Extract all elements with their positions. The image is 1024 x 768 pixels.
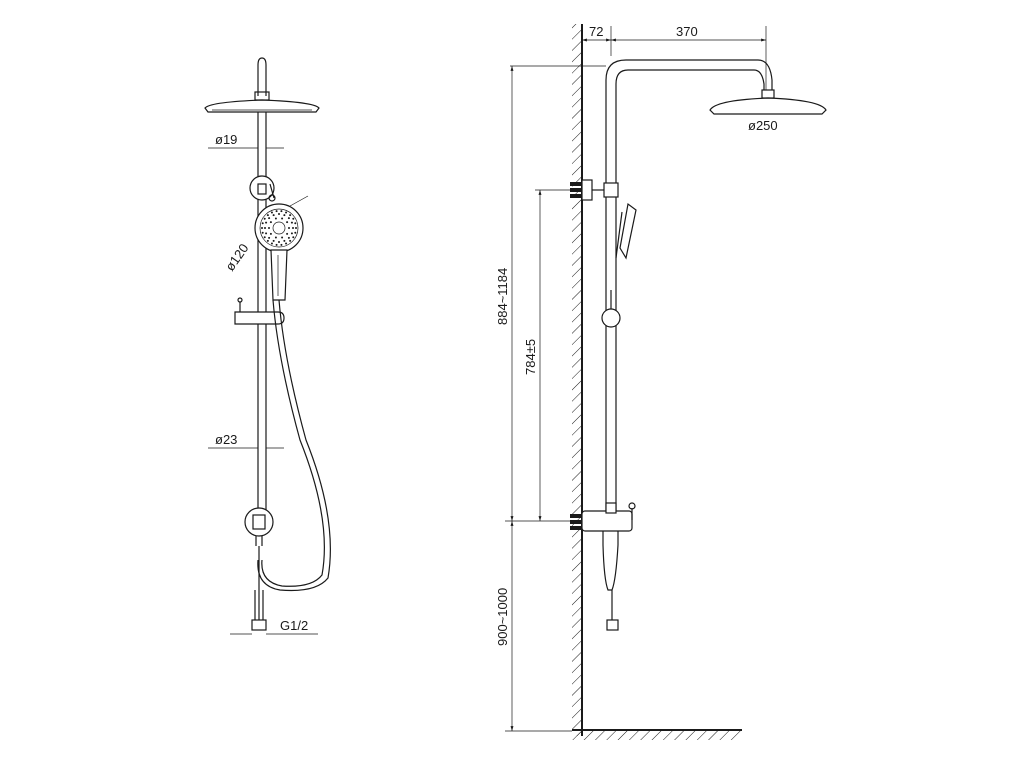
spray-nozzle xyxy=(275,210,278,213)
spray-nozzle xyxy=(285,242,288,245)
spray-nozzle xyxy=(265,221,268,224)
spray-nozzle xyxy=(294,222,297,225)
dim-label-arm-length: 370 xyxy=(676,24,698,39)
spray-nozzle xyxy=(261,231,264,234)
side-hand-shower xyxy=(601,202,637,328)
spray-nozzle xyxy=(264,227,266,229)
spray-nozzle xyxy=(268,227,270,229)
front-view: ø19 ø120 ø23 xyxy=(204,57,331,635)
spray-nozzle xyxy=(288,227,290,229)
spray-nozzle xyxy=(281,217,284,220)
spray-nozzle xyxy=(295,227,297,229)
spray-nozzle xyxy=(290,221,293,224)
spray-nozzle xyxy=(290,232,293,235)
side-upper-bracket xyxy=(570,179,619,201)
spray-nozzle xyxy=(274,236,277,239)
spray-nozzle xyxy=(292,236,295,239)
spray-nozzle xyxy=(269,232,272,235)
riser-pipe xyxy=(257,112,267,510)
spray-nozzle xyxy=(287,217,290,220)
spray-nozzle xyxy=(294,231,297,234)
spray-nozzle xyxy=(287,236,290,239)
spray-nozzle xyxy=(285,211,288,214)
spray-nozzle xyxy=(274,217,277,220)
dim-height-lines xyxy=(505,65,606,732)
dim-label-hand-shower: ø120 xyxy=(222,241,251,274)
side-mixer xyxy=(570,502,636,631)
spray-nozzle xyxy=(280,243,283,246)
spray-nozzle xyxy=(270,211,273,214)
spray-nozzle xyxy=(269,221,272,224)
side-riser-arm xyxy=(605,59,827,520)
hose xyxy=(261,299,325,587)
spray-nozzle xyxy=(289,239,292,242)
slide-holder xyxy=(234,297,285,325)
dim-label-head-diameter: ø250 xyxy=(748,118,778,133)
spray-nozzle xyxy=(263,236,266,239)
spray-nozzle xyxy=(286,221,289,224)
upper-bracket xyxy=(249,175,276,202)
spray-nozzle xyxy=(268,236,271,239)
dim-label-mount-height: 900~1000 xyxy=(495,588,510,646)
overhead-shower-head xyxy=(204,57,320,113)
spray-nozzle xyxy=(286,232,289,235)
spray-nozzle xyxy=(263,217,266,220)
spray-nozzle xyxy=(266,239,269,242)
dim-label-inlet: G1/2 xyxy=(280,618,308,633)
spray-nozzle xyxy=(275,243,278,246)
spray-nozzle xyxy=(292,227,294,229)
spray-nozzle xyxy=(283,239,286,242)
spray-nozzle xyxy=(270,242,273,245)
spray-nozzle xyxy=(266,214,269,217)
spray-nozzle xyxy=(283,214,286,217)
dim-label-head-pipe: ø19 xyxy=(215,132,237,147)
spray-nozzle xyxy=(265,232,268,235)
wall xyxy=(572,24,742,740)
spray-nozzle xyxy=(272,214,275,217)
dim-top xyxy=(581,26,767,92)
spray-nozzle xyxy=(289,214,292,217)
spray-nozzle xyxy=(281,236,284,239)
spray-nozzle xyxy=(280,210,283,213)
spray-nozzle xyxy=(261,222,264,225)
spray-nozzle xyxy=(261,227,263,229)
spray-nozzle xyxy=(292,217,295,220)
hand-shower xyxy=(254,195,309,301)
diverter-valve xyxy=(244,507,274,631)
spray-nozzle xyxy=(268,217,271,220)
spray-nozzle xyxy=(278,213,280,215)
dim-label-wall-offset: 72 xyxy=(589,24,603,39)
dim-label-bracket-spacing: 784±5 xyxy=(523,339,538,375)
spray-nozzle xyxy=(278,241,280,243)
side-view: 72 370 ø250 884~1184 784±5 900~1000 xyxy=(495,24,827,740)
dim-label-total-height: 884~1184 xyxy=(495,268,510,325)
dim-label-main-pipe: ø23 xyxy=(215,432,237,447)
spray-nozzle xyxy=(272,239,275,242)
